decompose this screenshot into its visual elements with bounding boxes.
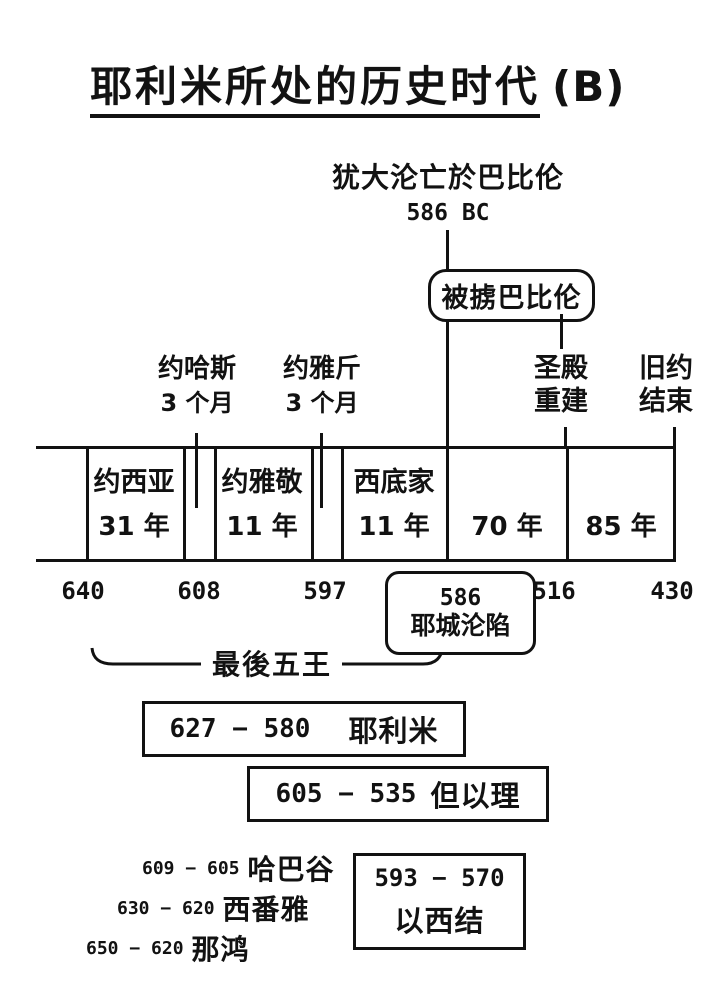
captivity-babylon-badge: 被掳巴比伦	[428, 269, 595, 322]
nahum-row: 650 − 620 那鸿	[86, 928, 250, 968]
josiah-cell-years: 31 年	[98, 512, 170, 542]
timeline-separator	[311, 446, 314, 562]
nahum-range: 650 − 620	[86, 937, 184, 959]
ot-end-annotation: 旧约 结束	[639, 352, 693, 418]
last-five-kings-label: 最後五王	[211, 648, 333, 681]
jehoiachin-annotation: 约雅斤 3 个月	[283, 352, 361, 420]
timeline-separator-640	[86, 446, 89, 562]
zedekiah-cell-name: 西底家	[353, 467, 435, 498]
fall-of-judah-year: 586 BC	[406, 200, 490, 226]
page-title-suffix: (B)	[552, 62, 626, 111]
ezekiel-range: 593 − 570	[374, 863, 505, 892]
jehoahaz-duration: 3 个月	[160, 389, 234, 417]
ot-end-line2: 结束	[639, 386, 693, 417]
zephaniah-range: 630 − 620	[117, 897, 215, 919]
jehoiakim-cell-years: 11 年	[226, 512, 298, 542]
date-label-597: 597	[303, 577, 347, 605]
year-586-connector-line	[446, 230, 449, 562]
timeline-right-edge	[673, 446, 676, 562]
ot-end-tick-line	[673, 427, 676, 449]
habakkuk-range: 609 − 605	[142, 857, 240, 879]
timeline-separator	[183, 446, 186, 562]
zephaniah-name: 西番雅	[222, 893, 310, 926]
ot-end-line1: 旧约	[639, 353, 693, 384]
jehoiakim-cell-name: 约雅敬	[221, 467, 303, 498]
jeremiah-name: 耶利米	[348, 714, 439, 748]
zephaniah-row: 630 − 620 西番雅	[117, 888, 310, 928]
timeline-separator	[341, 446, 344, 562]
zedekiah-cell-years: 11 年	[358, 512, 430, 542]
jehoahaz-name: 约哈斯	[157, 354, 237, 384]
daniel-range: 605 − 535	[275, 779, 417, 809]
date-label-640: 640	[61, 577, 105, 605]
daniel-name: 但以理	[430, 779, 521, 813]
habakkuk-name: 哈巴谷	[247, 853, 335, 886]
jerusalem-fell-label: 耶城沦陷	[410, 611, 511, 640]
page-title-main: 耶利米所处的历史时代	[90, 62, 541, 118]
jehoahaz-tick-line	[195, 433, 198, 508]
page-title: 耶利米所处的历史时代(B)	[90, 53, 626, 118]
habakkuk-row: 609 − 605 哈巴谷	[142, 848, 335, 888]
jerusalem-fell-year: 586	[439, 585, 482, 611]
date-label-516: 516	[532, 577, 576, 605]
temple-rebuilt-tick-line	[564, 427, 567, 449]
return-85-cell-years: 85 年	[585, 512, 657, 542]
jehoahaz-annotation: 约哈斯 3 个月	[158, 352, 236, 420]
temple-rebuilt-line2: 重建	[534, 386, 588, 417]
temple-rebuilt-annotation: 圣殿 重建	[534, 352, 588, 418]
timeline-top-line	[36, 446, 676, 449]
josiah-cell-name: 约西亚	[93, 467, 175, 498]
jerusalem-fell-badge: 586 耶城沦陷	[385, 571, 536, 655]
jehoiachin-tick-line	[320, 433, 323, 508]
jeremiah-range: 627 − 580	[169, 714, 311, 744]
fall-of-judah-annotation: 犹大沦亡於巴比伦 586 BC	[332, 156, 564, 226]
captivity-to-temple-connector-line	[560, 314, 563, 349]
ezekiel-box: 593 − 570 以西结	[353, 853, 526, 950]
jehoiachin-name: 约雅斤	[282, 354, 362, 384]
ezekiel-name: 以西结	[394, 903, 485, 938]
jehoiachin-duration: 3 个月	[285, 389, 359, 417]
timeline-separator	[214, 446, 217, 562]
nahum-name: 那鸿	[191, 933, 250, 966]
date-label-608: 608	[177, 577, 221, 605]
timeline-bottom-line	[36, 559, 676, 562]
captivity-babylon-label: 被掳巴比伦	[441, 283, 582, 314]
jeremiah-box: 627 − 580 耶利米	[142, 701, 466, 757]
date-label-430: 430	[650, 577, 694, 605]
timeline-separator-516	[566, 446, 569, 562]
daniel-box: 605 − 535 但以理	[247, 766, 549, 822]
exile-70-cell-years: 70 年	[471, 512, 543, 542]
temple-rebuilt-line1: 圣殿	[534, 353, 588, 384]
fall-of-judah-label: 犹大沦亡於巴比伦	[331, 161, 565, 194]
